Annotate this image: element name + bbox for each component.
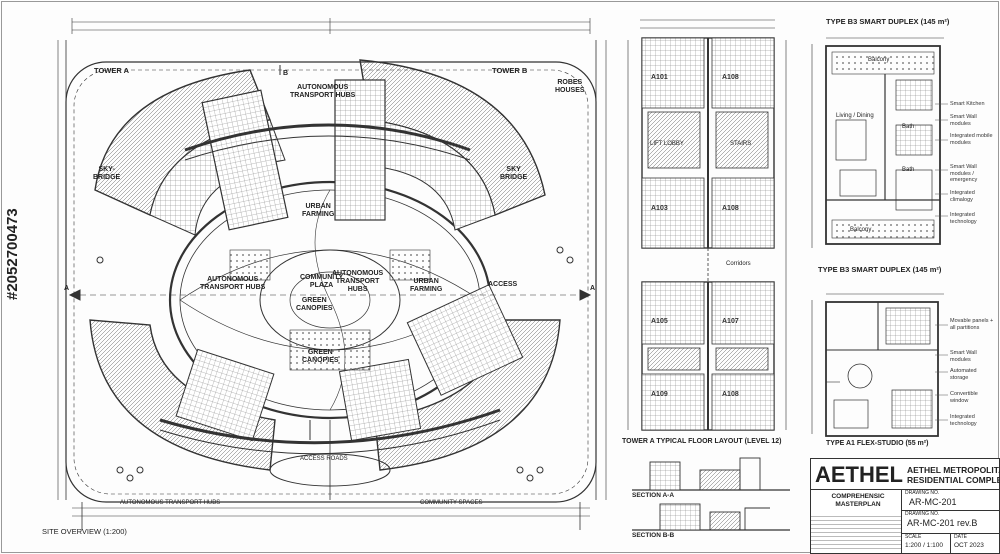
- duplex-plan: [811, 37, 944, 248]
- tower-b-label: TOWER B: [492, 66, 528, 75]
- site-overview-title: SITE OVERVIEW (1:200): [42, 527, 127, 536]
- studio-note: Automated storage: [950, 368, 977, 381]
- duplex-note: Smart Wall modules / emergency: [950, 164, 978, 183]
- unit-label: A107: [722, 318, 739, 325]
- robes-houses-label: ROBES HOUSES: [555, 79, 585, 94]
- section-b-title: SECTION B-B: [632, 532, 675, 539]
- corridors-label: Corridors: [726, 261, 751, 267]
- transport-hubs-center-label: AUTONOMOUS TRANSPORT HUBS: [332, 270, 384, 293]
- title-block: AETHEL AETHEL METROPOLITAN RESIDENTIAL C…: [810, 458, 1000, 554]
- watermark-id: #2052700473: [4, 208, 21, 300]
- unit-label: A103: [651, 205, 668, 212]
- access-right-label: ACCESS: [488, 281, 518, 288]
- lift-lobby-label: LIFT LOBBY: [650, 141, 684, 147]
- tower-a-label: TOWER A: [94, 66, 129, 75]
- duplex-note: Integrated technology: [950, 212, 977, 225]
- unit-label: A101: [651, 74, 668, 81]
- urban-farming-right-label: URBAN FARMING: [410, 278, 443, 293]
- community-plaza-label: COMMUNITY PLAZA: [300, 274, 344, 289]
- drawing-label: COMPREHENSIC MASTERPLAN: [831, 493, 885, 508]
- leader-lines: [935, 103, 948, 421]
- green-canopies-label-2: GREEN CANOPIES: [302, 349, 339, 364]
- duplex-title-top: TYPE B3 SMART DUPLEX (145 m²): [826, 17, 950, 26]
- duplex-note: Smart Wall modules: [950, 114, 977, 127]
- unit-label: A105: [651, 318, 668, 325]
- sky-bridge-left-label: SKY- BRIDGE: [93, 166, 121, 181]
- studio-title: TYPE A1 FLEX-STUDIO (55 m²): [826, 440, 929, 447]
- project-name: AETHEL METROPOLITAN RESIDENTIAL COMPLEX: [907, 465, 1000, 485]
- studio-note: Movable panels + all partitions: [950, 318, 994, 331]
- revision-table: [811, 513, 901, 551]
- room-label: Balcony: [850, 227, 872, 233]
- unit-label: A108: [722, 205, 739, 212]
- date-label: DATE: [954, 534, 967, 540]
- room-label: Bath: [902, 167, 915, 173]
- logo-text: AETHEL: [815, 462, 903, 487]
- floor-layout-title: TOWER A TYPICAL FLOOR LAYOUT (LEVEL 12): [622, 438, 782, 445]
- room-label: Bath: [902, 124, 915, 130]
- room-label: Balcony: [868, 57, 890, 63]
- sky-bridge-right-label: SKY BRIDGE: [500, 166, 528, 181]
- green-canopies-label-1: GREEN CANOPIES: [296, 297, 333, 312]
- access-bottom-label: ACCESS ROADS: [300, 456, 348, 462]
- bottom-right-label: COMMUNITY SPACES: [420, 500, 483, 506]
- stairs-label: STAIRS: [730, 141, 752, 147]
- section-a-title: SECTION A-A: [632, 492, 675, 499]
- studio-note: Integrated technology: [950, 414, 977, 427]
- studio-note: Smart Wall modules: [950, 350, 977, 363]
- duplex-note: Integrated mobile modules: [950, 133, 993, 146]
- duplex-note: Integrated climalogy: [950, 190, 975, 203]
- duplex-note: Smart Kitchen: [950, 101, 985, 107]
- section-marker-b-top: B: [283, 70, 289, 77]
- drawing-rev-label: DRAWING NO.: [905, 511, 940, 517]
- floor-layout: [627, 19, 787, 431]
- studio-note: Convertible window: [950, 391, 978, 404]
- unit-label: A109: [651, 391, 668, 398]
- drawing-no-label: DRAWING NO.: [905, 490, 940, 496]
- drawing-number: AR-MC-201: [909, 497, 957, 507]
- section-marker-a-left: A: [64, 285, 70, 292]
- scale-value: 1:200 / 1:100: [905, 542, 943, 549]
- scale-label: SCALE: [905, 534, 922, 540]
- drawing-revision: AR-MC-201 rev.B: [907, 518, 978, 528]
- sections: [632, 457, 790, 531]
- transport-hubs-top-label: AUTONOMOUS TRANSPORT HUBS: [290, 84, 356, 99]
- duplex-title-bottom: TYPE B3 SMART DUPLEX (145 m²): [818, 265, 942, 274]
- site-plan: [57, 18, 607, 530]
- room-label: Living / Dining: [836, 113, 874, 119]
- unit-label: A108: [722, 74, 739, 81]
- bottom-left-label: AUTONOMOUS TRANSPORT HUBS: [120, 500, 221, 506]
- studio-plan: [811, 293, 944, 437]
- transport-hubs-left-label: AUTONOMOUS TRANSPORT HUBS: [200, 276, 266, 291]
- unit-label: A108: [722, 391, 739, 398]
- section-marker-a-right: A: [590, 285, 596, 292]
- urban-farming-top-label: URBAN FARMING: [302, 203, 335, 218]
- date-value: OCT 2023: [954, 542, 984, 549]
